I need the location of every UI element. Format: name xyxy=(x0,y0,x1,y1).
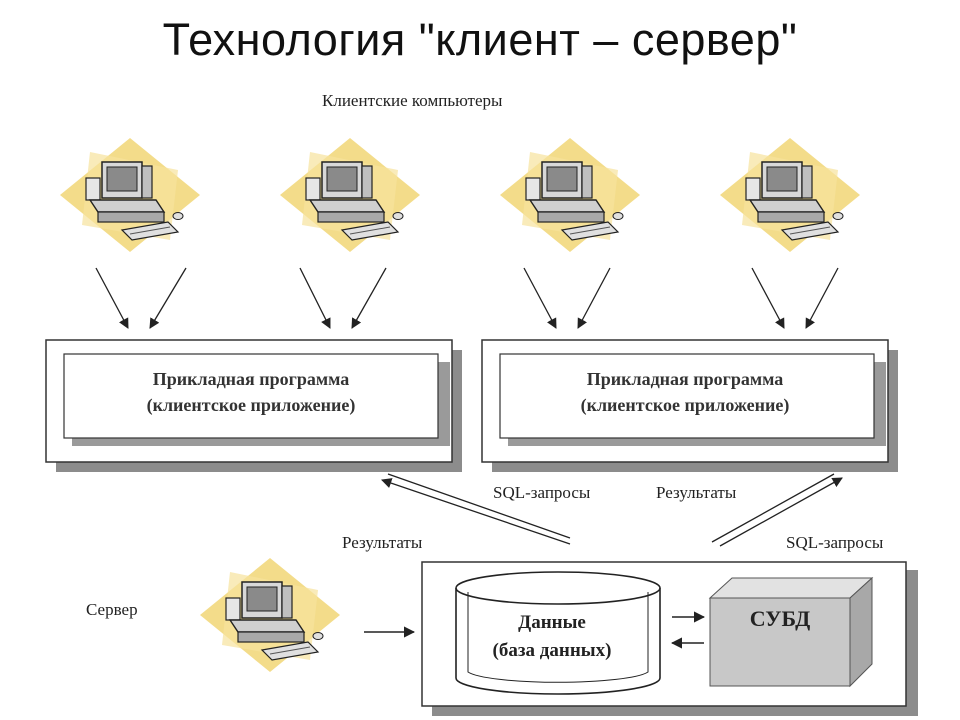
client-computer-4-icon xyxy=(719,137,861,253)
database-line2: (база данных) xyxy=(493,640,612,661)
app-box-1: Прикладная программа (клиентское приложе… xyxy=(45,339,462,472)
slide-title: Технология "клиент – сервер" xyxy=(162,14,798,65)
server-label: Сервер xyxy=(86,600,138,619)
app-box-1-line1: Прикладная программа xyxy=(153,369,350,389)
dbms-label: СУБД xyxy=(750,606,811,631)
client-computer-1-icon xyxy=(59,137,201,253)
server-computer-icon xyxy=(199,557,341,673)
app-box-1-line2: (клиентское приложение) xyxy=(147,395,356,416)
database-line1: Данные xyxy=(518,612,586,633)
app-box-2-line2: (клиентское приложение) xyxy=(581,395,790,416)
results-label-left: Результаты xyxy=(342,533,423,552)
results-label-right: Результаты xyxy=(656,483,737,502)
sql-requests-label-right: SQL-запросы xyxy=(786,533,884,552)
clients-label: Клиентские компьютеры xyxy=(322,91,503,110)
database-cylinder: Данные (база данных) xyxy=(455,571,661,695)
app-box-2: Прикладная программа (клиентское приложе… xyxy=(481,339,898,472)
sql-requests-label-left: SQL-запросы xyxy=(493,483,591,502)
client-computer-2-icon xyxy=(279,137,421,253)
dbms-block: СУБД xyxy=(708,576,874,688)
client-arrows xyxy=(95,267,839,329)
app-box-2-line1: Прикладная программа xyxy=(587,369,784,389)
request-arrows xyxy=(381,473,843,547)
client-computer-3-icon xyxy=(499,137,641,253)
